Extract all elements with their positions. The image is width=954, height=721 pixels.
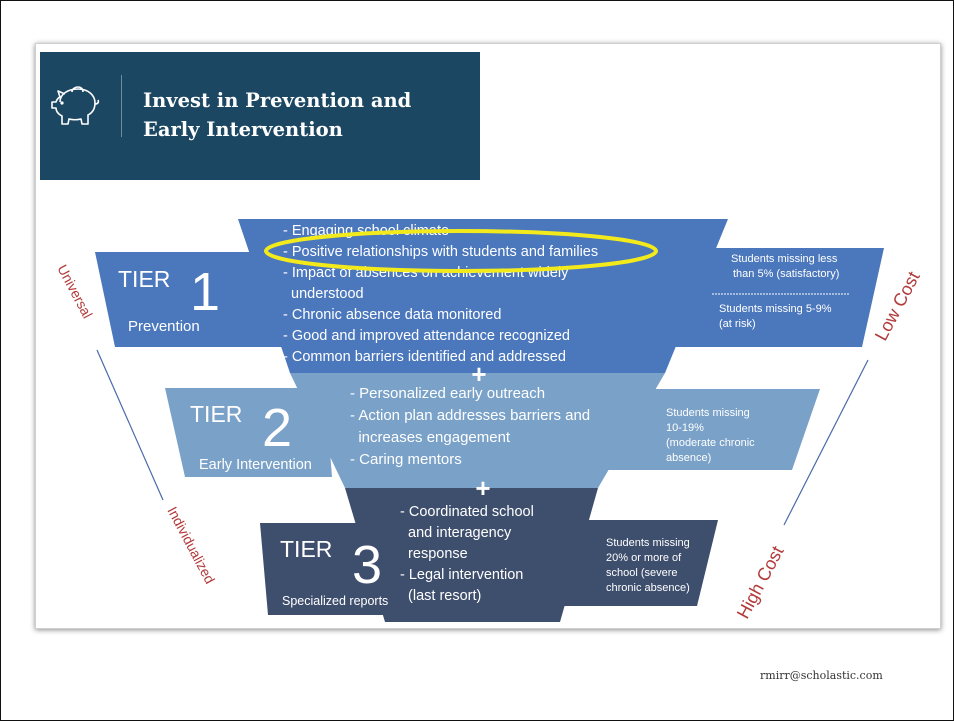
tier1-students-a-line1: Students missing less xyxy=(731,253,838,265)
tier3-students-line4: chronic absence) xyxy=(606,582,690,594)
tier1-right-banner xyxy=(658,248,884,347)
tier1-left-banner xyxy=(95,252,282,347)
tier3-strategy-2: and interagency xyxy=(400,525,512,541)
tier2-number: 2 xyxy=(262,398,292,458)
footer-email: rmirr@scholastic.com xyxy=(760,669,883,682)
tier1-number: 1 xyxy=(190,262,220,322)
tier2-strategy-2: - Action plan addresses barriers and xyxy=(350,407,590,424)
tier2-students-line3: (moderate chronic xyxy=(666,437,755,449)
tier1-students-b-line2: (at risk) xyxy=(719,318,756,330)
tier3-center-funnel xyxy=(345,488,598,622)
tier3-name: Specialized reports xyxy=(282,594,388,608)
tier2-students-line1: Students missing xyxy=(666,407,750,419)
piggy-bank-icon xyxy=(51,86,100,125)
highlight-ellipse xyxy=(264,229,658,273)
tier1-strategy-5: - Chronic absence data monitored xyxy=(283,307,501,323)
tier1-center-funnel xyxy=(238,219,728,373)
tier2-center-funnel xyxy=(290,373,665,488)
tier1-students: Students missing less than 5% (satisfact… xyxy=(719,253,839,330)
tier2-strategies: - Personalized early outreach - Action p… xyxy=(350,385,590,468)
tier1-strategy-4: understood xyxy=(283,286,364,302)
title-line-1: Invest in Prevention and xyxy=(143,89,412,112)
tier1-strategy-7: - Common barriers identified and address… xyxy=(283,349,566,365)
universal-label: Universal xyxy=(54,262,96,321)
low-cost-label: Low Cost xyxy=(871,268,924,344)
tier2-strategy-1: - Personalized early outreach xyxy=(350,385,545,402)
tier1-students-b-line1: Students missing 5-9% xyxy=(719,303,832,315)
tier3-students: Students missing 20% or more of school (… xyxy=(606,537,690,594)
tier2-left-banner xyxy=(165,388,332,477)
plus-sign-1: + xyxy=(471,359,486,389)
tier1-word: TIER xyxy=(118,266,170,292)
tier3-strategy-1: - Coordinated school xyxy=(400,504,534,520)
tier2-students-line2: 10-19% xyxy=(666,422,704,434)
tier2-right-banner xyxy=(600,389,820,470)
header-banner xyxy=(40,52,480,180)
tier3-strategies: - Coordinated school and interagency res… xyxy=(400,504,534,604)
tier2-students-line4: absence) xyxy=(666,452,711,464)
left-connector-line xyxy=(96,349,164,501)
tier3-right-banner xyxy=(560,520,718,606)
tier3-strategy-3: response xyxy=(400,546,468,562)
high-cost-label: High Cost xyxy=(733,543,788,622)
tier3-number: 3 xyxy=(352,535,382,595)
tier1-name: Prevention xyxy=(128,318,200,335)
tier3-strategy-4: - Legal intervention xyxy=(400,567,523,583)
tier2-name: Early Intervention xyxy=(199,457,312,473)
title-line-2: Early Intervention xyxy=(143,118,343,141)
tier1-strategy-2: - Positive relationships with students a… xyxy=(283,244,598,260)
tier2-students: Students missing 10-19% (moderate chroni… xyxy=(666,407,755,464)
plus-sign-2: + xyxy=(475,473,490,503)
header-divider xyxy=(121,75,122,137)
tier3-strategy-5: (last resort) xyxy=(400,588,481,604)
tier1-strategy-6: - Good and improved attendance recognize… xyxy=(283,328,570,344)
individualized-label: Individualized xyxy=(164,504,218,586)
tier3-word: TIER xyxy=(280,536,332,562)
tier3-left-banner xyxy=(260,523,395,615)
tier3-students-line1: Students missing xyxy=(606,537,690,549)
tier2-word: TIER xyxy=(190,401,242,427)
tier2-strategy-3: increases engagement xyxy=(350,429,511,446)
tier3-students-line3: school (severe xyxy=(606,567,678,579)
right-connector-line xyxy=(783,359,869,526)
page-title: Invest in Prevention and Early Intervent… xyxy=(143,86,473,144)
tier1-students-a-line2: than 5% (satisfactory) xyxy=(733,268,839,280)
tier2-strategy-4: - Caring mentors xyxy=(350,451,462,468)
tier3-students-line2: 20% or more of xyxy=(606,552,682,564)
